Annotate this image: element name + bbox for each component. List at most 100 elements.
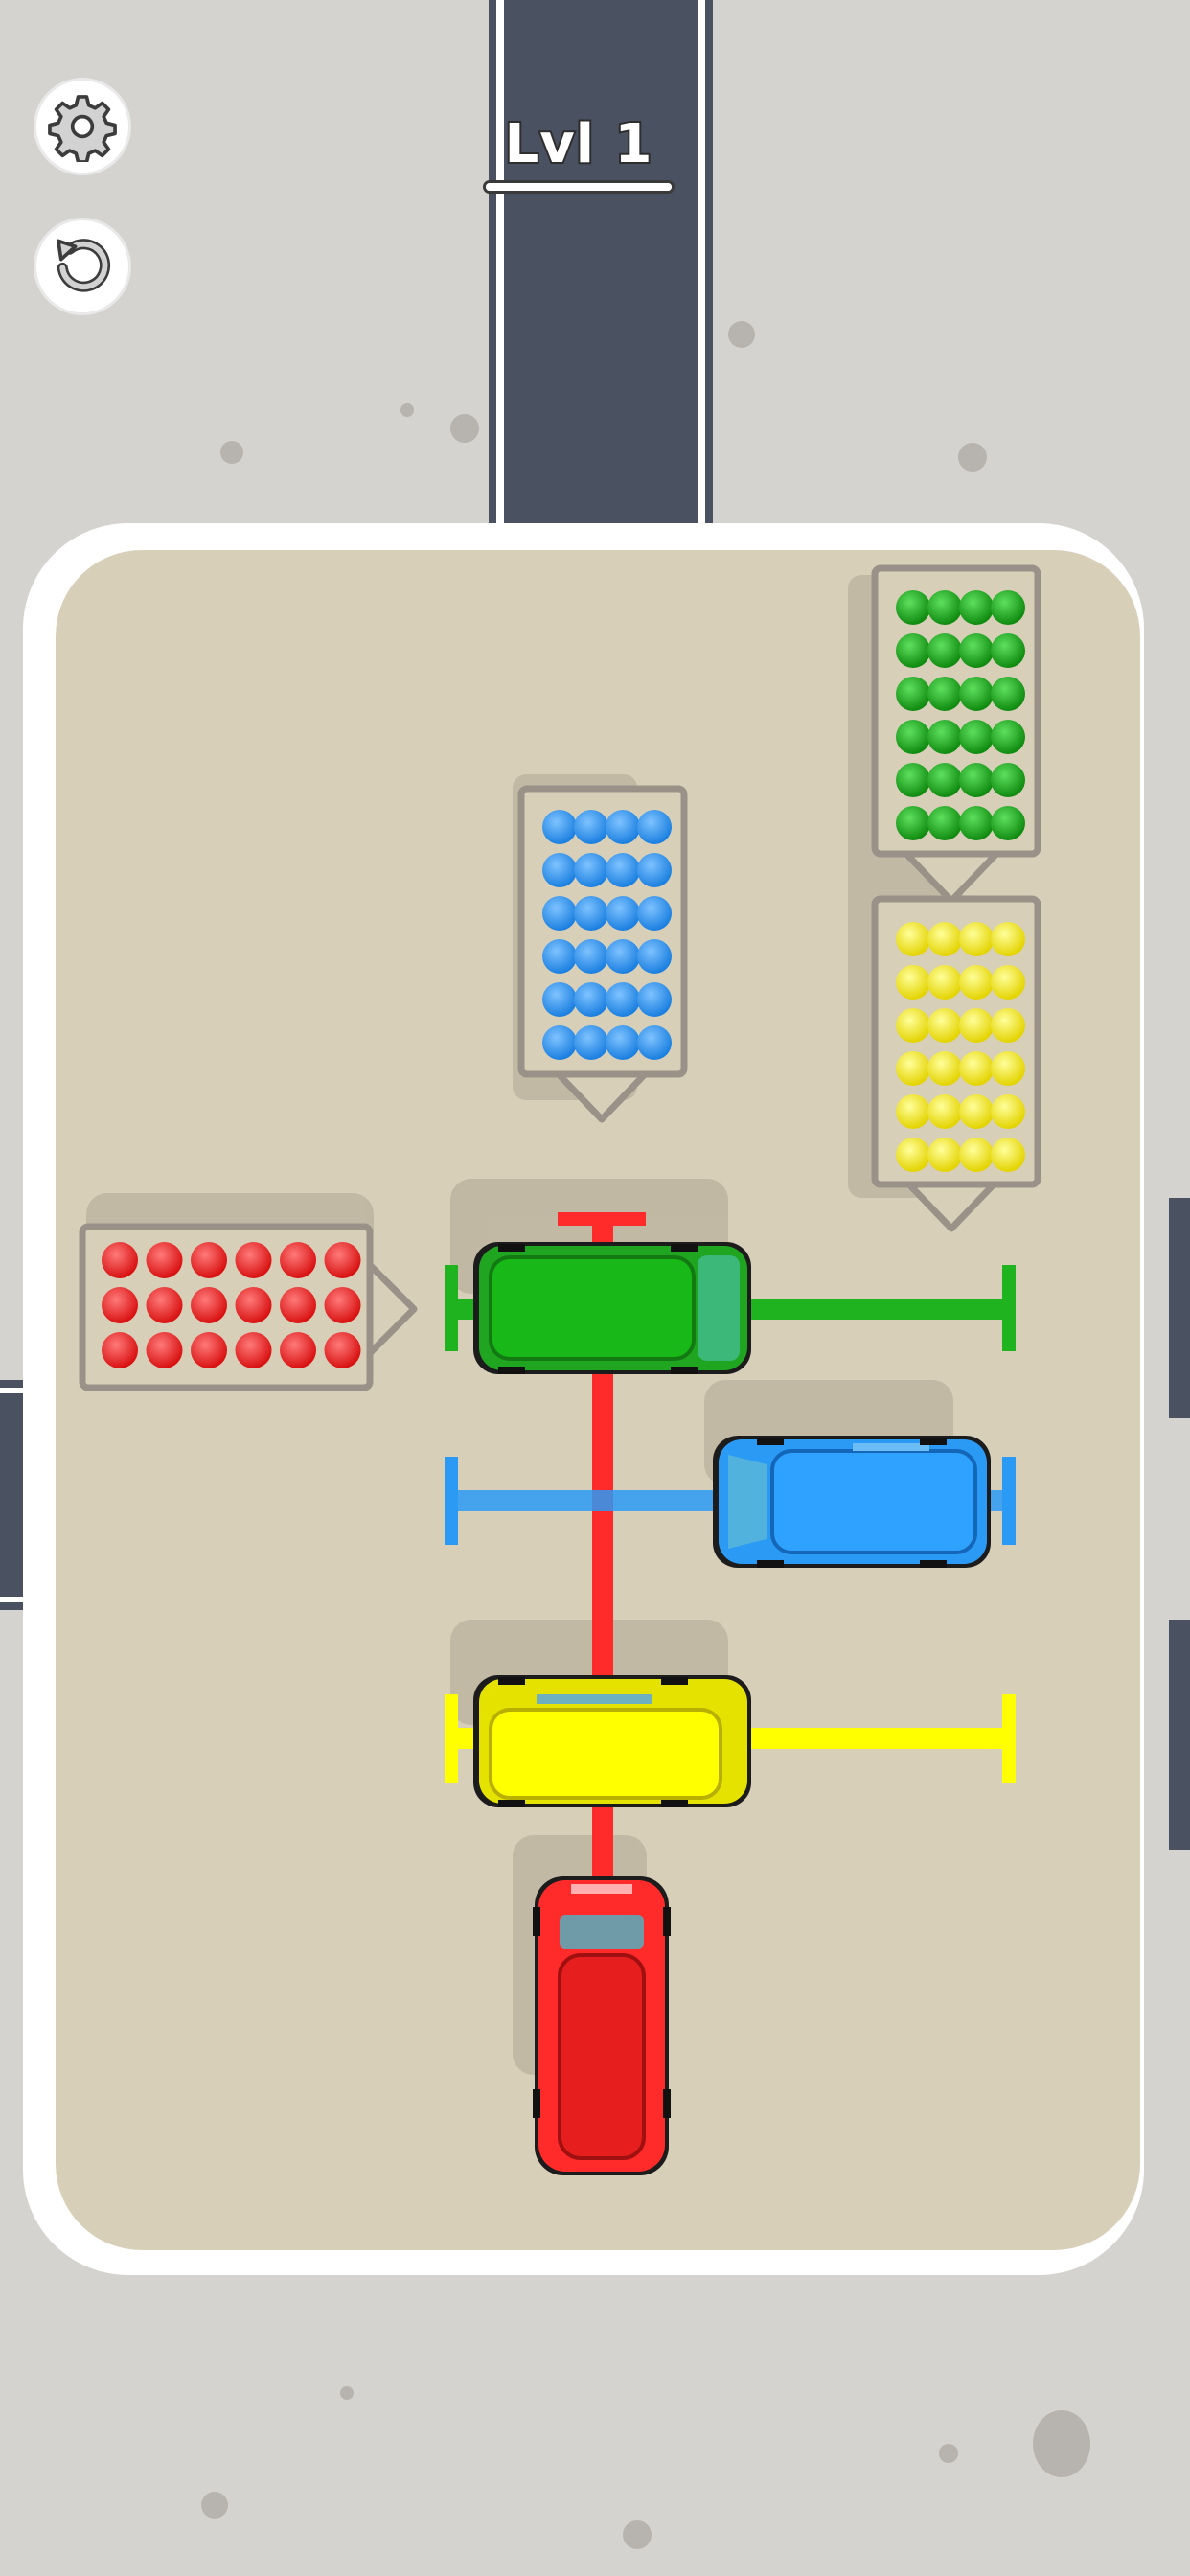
blue-ball [542,939,577,974]
level-label: Lvl 1 [503,111,654,177]
crate-yellow [871,895,1041,1232]
gear-icon [48,95,117,162]
green-ball [927,763,962,797]
blue-ball [606,853,640,887]
green-ball [991,590,1025,625]
crate-green [871,564,1041,905]
green-ball [927,590,962,625]
level-progress-fill [486,183,672,191]
blue-ball [637,896,672,931]
red-ball [280,1242,316,1278]
settings-button[interactable] [36,80,128,172]
yellow-bus[interactable] [473,1675,751,1807]
blue-ball [574,853,608,887]
green-ball [991,633,1025,668]
red-ball [324,1242,361,1278]
ground-speck [220,441,243,464]
blue-ball [542,896,577,931]
yellow-ball [991,1138,1025,1172]
blue-ball [574,939,608,974]
yellow-ball [991,922,1025,956]
blue-ball [574,810,608,844]
red-ball [102,1332,138,1368]
blue-ball [637,810,672,844]
green-ball [991,677,1025,711]
green-ball [959,590,994,625]
ground-speck [623,2520,652,2549]
yellow-ball [896,1008,930,1043]
restart-icon [56,239,111,292]
blue-ball [606,810,640,844]
blue-ball [574,1025,608,1060]
crate-red [79,1223,418,1392]
yellow-ball [896,922,930,956]
yellow-ball [959,1051,994,1086]
restart-button[interactable] [36,220,128,312]
red-ball [146,1242,183,1278]
ground-speck [400,403,414,417]
road-right [1169,1620,1190,1850]
red-ball [146,1332,183,1368]
yellow-ball [959,1008,994,1043]
road-edge-line [496,0,504,537]
blue-ball [637,853,672,887]
red-ball [280,1287,316,1323]
yellow-ball [927,1008,962,1043]
blue-ball [606,939,640,974]
blue-ball-grid [542,810,672,1060]
green-ball [991,763,1025,797]
green-ball [896,763,930,797]
green-ball-grid [896,590,1025,840]
green-ball [927,677,962,711]
green-bus[interactable] [473,1242,751,1374]
green-ball [959,633,994,668]
yellow-ball [927,1138,962,1172]
crate-blue [517,785,688,1123]
green-ball [959,763,994,797]
green-ball [896,806,930,840]
blue-ball [574,982,608,1017]
ground-speck [728,321,755,348]
green-ball [896,720,930,754]
yellow-ball [927,1094,962,1129]
yellow-ball [896,1094,930,1129]
blue-bus[interactable] [713,1436,991,1568]
ground-speck [1033,2410,1090,2477]
yellow-ball-grid [896,922,1025,1172]
blue-ball [606,982,640,1017]
yellow-ball [927,1051,962,1086]
ground-speck [958,443,987,472]
green-ball [927,633,962,668]
red-ball [191,1332,227,1368]
red-car[interactable] [533,1876,671,2175]
green-ball [896,590,930,625]
road-edge-line [698,0,705,537]
red-ball [191,1287,227,1323]
ground-speck [340,2386,354,2400]
red-ball [146,1287,183,1323]
blue-ball [606,896,640,931]
blue-ball [542,982,577,1017]
yellow-ball [959,1094,994,1129]
red-ball [280,1332,316,1368]
blue-ball [637,982,672,1017]
green-ball [959,806,994,840]
yellow-ball [927,922,962,956]
green-ball [896,677,930,711]
green-ball [959,720,994,754]
level-indicator: Lvl 1 [479,111,678,199]
red-ball [235,1242,272,1278]
blue-ball [542,810,577,844]
red-ball [324,1287,361,1323]
red-ball [102,1287,138,1323]
road-top [489,0,713,537]
yellow-ball [959,1138,994,1172]
red-ball [235,1287,272,1323]
ground-speck [201,2492,228,2518]
green-ball [927,806,962,840]
road-left [0,1380,25,1610]
yellow-ball [991,1051,1025,1086]
red-ball [191,1242,227,1278]
yellow-ball [959,965,994,1000]
